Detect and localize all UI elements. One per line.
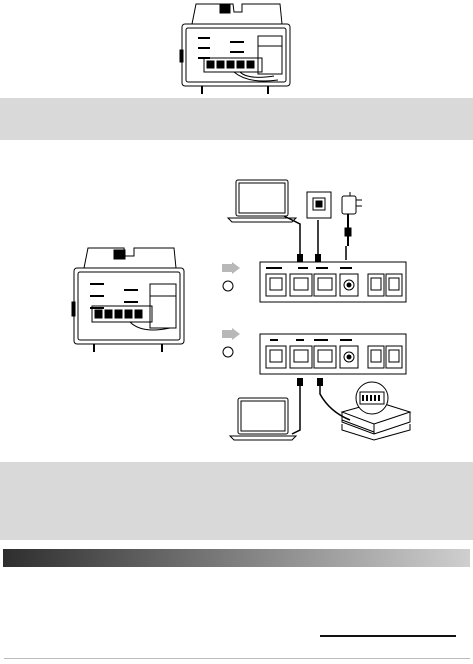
bottom-rule xyxy=(4,658,470,659)
poe-switch-icon xyxy=(340,381,412,441)
laptop-icon-bottom xyxy=(228,397,298,441)
arrow-option-b xyxy=(222,328,240,358)
top-cables xyxy=(283,215,347,262)
note-band-top xyxy=(0,98,473,140)
arrow-option-a xyxy=(222,262,240,292)
network-wall-jack-icon xyxy=(306,191,332,219)
laptop-icon xyxy=(226,179,298,223)
port-panel-option-a xyxy=(259,261,407,303)
phone-rear-view-middle xyxy=(71,247,185,352)
bottom-cables xyxy=(291,378,351,435)
power-adapter-icon xyxy=(341,192,362,246)
phone-rear-view-top xyxy=(179,3,291,94)
note-band-bottom xyxy=(0,462,473,540)
port-panel-option-b xyxy=(259,333,407,375)
short-rule xyxy=(320,635,456,637)
section-header-bar xyxy=(3,549,470,567)
